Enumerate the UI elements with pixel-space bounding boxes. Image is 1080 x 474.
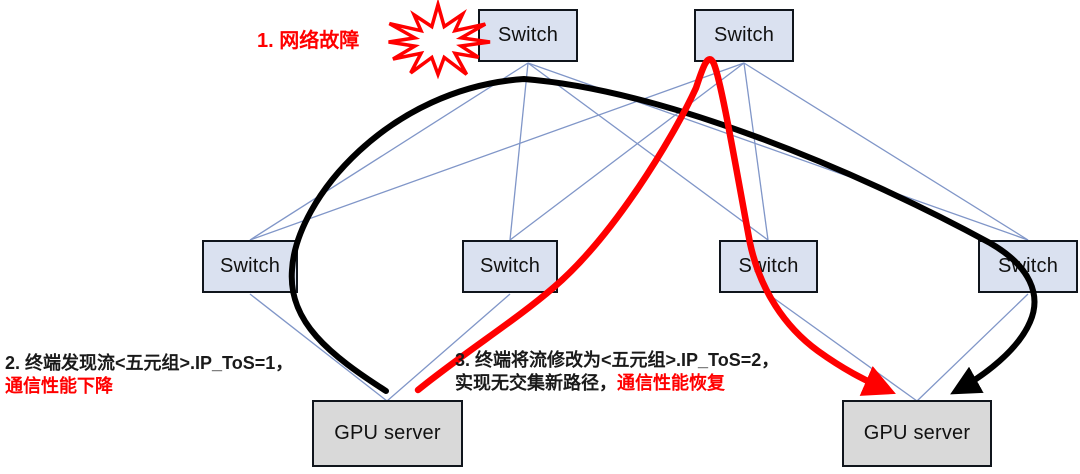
- link-spine1-leaf1: [249, 62, 529, 241]
- failure-explosion-icon: [388, 0, 491, 80]
- old-flow-path-black: [288, 75, 1038, 395]
- switch-node-leaf-2: Switch: [462, 240, 558, 293]
- switch-node-spine-1: Switch: [478, 9, 578, 62]
- switch-node-leaf-3: Switch: [719, 240, 818, 293]
- link-leaf3-gpu2: [767, 293, 918, 402]
- annotation-step1-network-failure: 1. 网络故障: [257, 30, 359, 53]
- step3-line1: 3. 终端将流修改为<五元组>.IP_ToS=2，: [455, 350, 780, 370]
- step2-line2-performance-drop: 通信性能下降: [5, 376, 113, 396]
- step1-text: 1. 网络故障: [257, 30, 360, 52]
- new-flow-path-red: [414, 56, 896, 396]
- step2-line1: 2. 终端发现流<五元组>.IP_ToS=1，: [5, 353, 294, 373]
- switch-label: Switch: [497, 24, 559, 46]
- switch-node-spine-2: Switch: [694, 9, 794, 62]
- link-spine1-leaf3: [527, 62, 769, 241]
- link-spine1-leaf2: [509, 62, 529, 241]
- step3-line2-performance-restored: 通信性能恢复: [617, 373, 725, 393]
- switch-label: Switch: [738, 255, 799, 277]
- annotation-step2-flow-detected: 2. 终端发现流<五元组>.IP_ToS=1， 通信性能下降: [5, 352, 293, 398]
- switch-node-leaf-4: Switch: [978, 240, 1078, 293]
- step3-line2-prefix: 实现无交集新路径，: [455, 373, 617, 393]
- switch-label: Switch: [219, 255, 281, 277]
- step3-line2: 实现无交集新路径，通信性能恢复: [455, 372, 779, 395]
- gpu-server-node-left: GPU server: [312, 400, 463, 467]
- switch-node-leaf-1: Switch: [202, 240, 298, 293]
- link-spine2-leaf2: [509, 62, 745, 241]
- gpu-server-label: GPU server: [334, 422, 441, 444]
- switch-label: Switch: [713, 24, 775, 46]
- switch-label: Switch: [479, 255, 541, 277]
- gpu-server-label: GPU server: [863, 422, 971, 444]
- gpu-server-node-right: GPU server: [842, 400, 992, 467]
- link-spine2-leaf1: [249, 62, 745, 241]
- link-leaf4-gpu2: [916, 293, 1029, 402]
- link-spine2-leaf3: [743, 62, 769, 241]
- annotation-step3-flow-modified: 3. 终端将流修改为<五元组>.IP_ToS=2， 实现无交集新路径，通信性能恢…: [455, 349, 779, 395]
- link-spine2-leaf4: [743, 62, 1029, 241]
- link-spine1-leaf4: [527, 62, 1029, 241]
- switch-label: Switch: [997, 255, 1059, 277]
